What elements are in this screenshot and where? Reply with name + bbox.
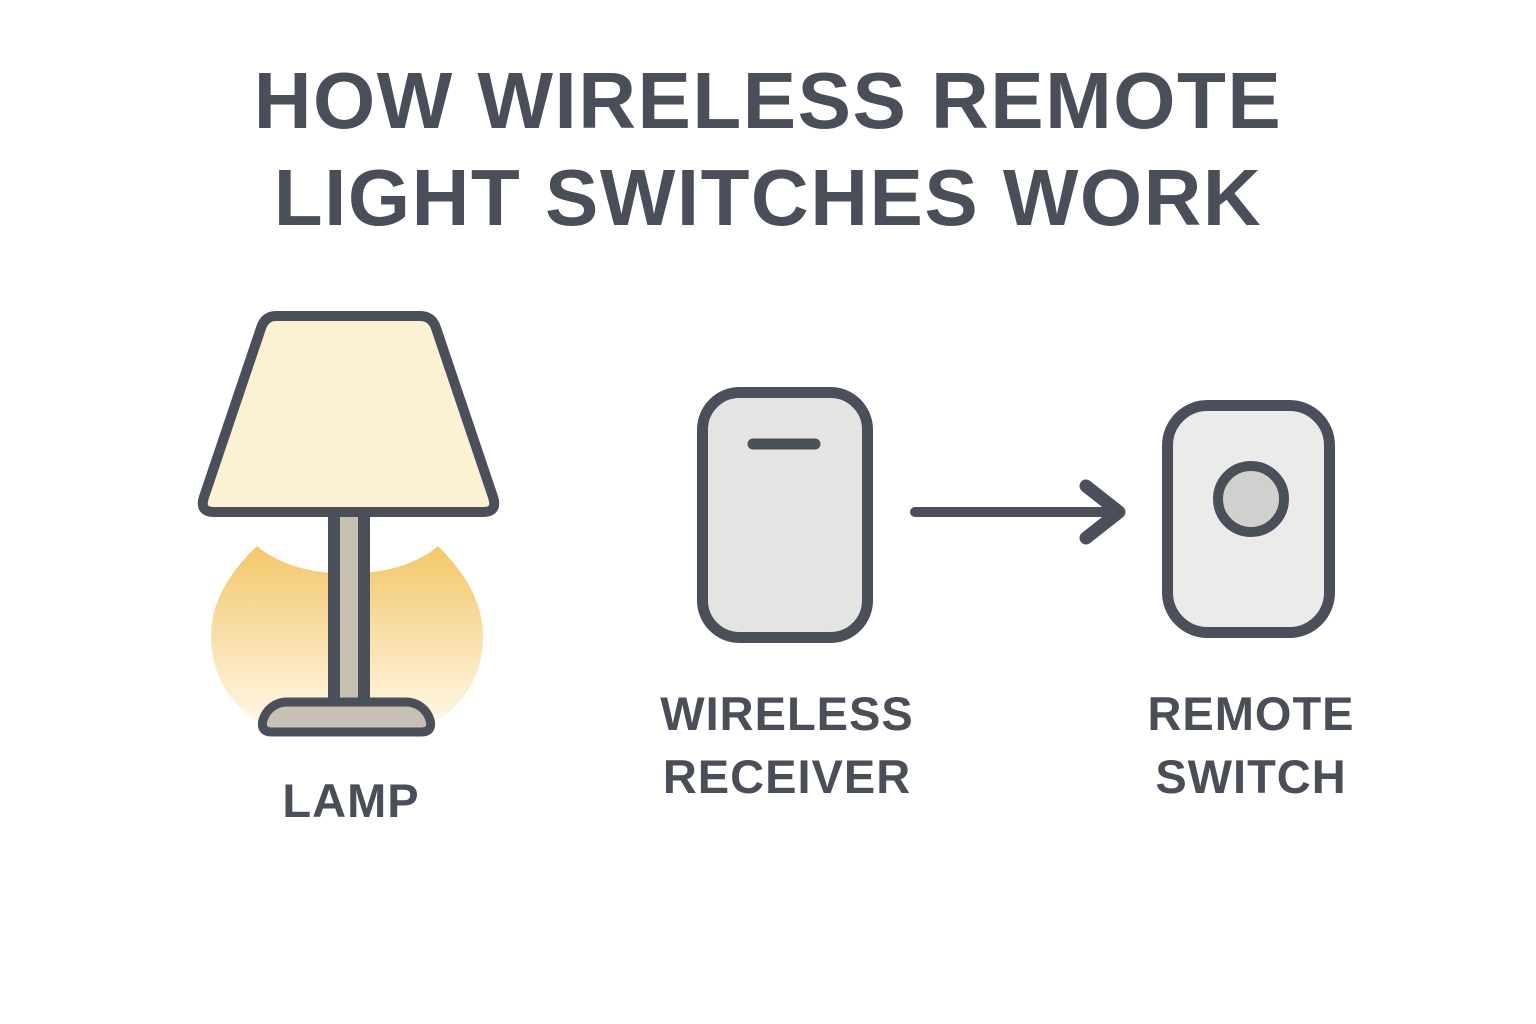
wireless-receiver-icon (697, 387, 873, 643)
switch-button (1213, 461, 1289, 537)
lamp-icon (197, 311, 500, 737)
wireless-receiver-label: WIRELESS RECEIVER (660, 682, 913, 808)
switch-label-line1: REMOTE (1147, 687, 1355, 740)
lamp-shade (197, 311, 500, 517)
lamp-label-text: LAMP (282, 774, 420, 827)
arrow-head (1079, 479, 1126, 545)
receiver-body (697, 387, 873, 643)
page-title-line2: LIGHT SWITCHES WORK (273, 153, 1263, 242)
receiver-label-line1: WIRELESS (660, 687, 914, 740)
lamp-label: LAMP (282, 769, 419, 832)
lamp-base (257, 697, 436, 737)
lamp-stem (328, 494, 370, 718)
remote-switch-label: REMOTE SWITCH (1147, 682, 1354, 808)
remote-switch-icon (1162, 400, 1335, 638)
arrow-right-icon (910, 479, 1126, 545)
switch-label-line2: SWITCH (1155, 750, 1347, 803)
page-title-line1: HOW WIRELESS REMOTE (253, 56, 1283, 145)
receiver-label-line2: RECEIVER (662, 750, 912, 803)
